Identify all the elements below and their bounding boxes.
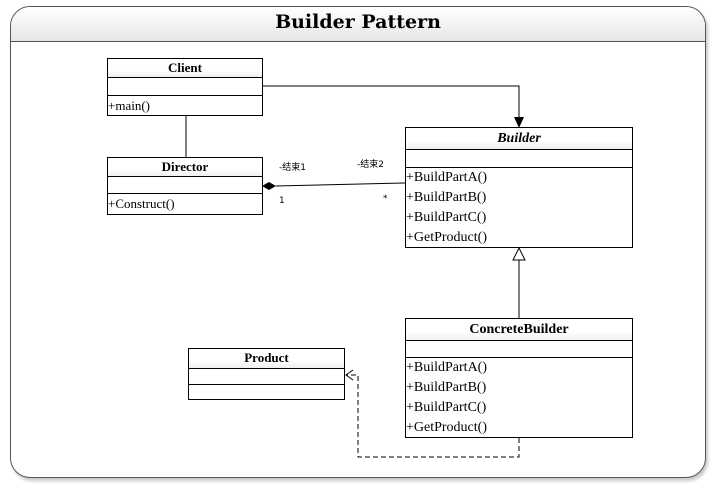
- role-label-end1: -结束1: [279, 163, 306, 173]
- class-name: Product: [189, 349, 344, 369]
- operations-compartment: +main(): [108, 96, 262, 116]
- aggregation-diamond: [262, 182, 276, 190]
- operations-compartment: +Construct(): [108, 194, 262, 214]
- attributes-compartment: [406, 341, 632, 358]
- class-product[interactable]: Product: [188, 348, 345, 400]
- operation: +BuildPartA(): [406, 170, 487, 185]
- operations-compartment: +BuildPartA() +BuildPartB() +BuildPartC(…: [406, 168, 632, 248]
- operations-compartment: [189, 385, 344, 399]
- class-name: Client: [108, 59, 262, 78]
- operation: +BuildPartC(): [406, 400, 487, 415]
- attributes-compartment: [406, 150, 632, 168]
- attributes-compartment: [108, 78, 262, 96]
- class-name: Builder: [406, 128, 632, 150]
- operation: +BuildPartB(): [406, 380, 487, 395]
- class-director[interactable]: Director +Construct(): [107, 157, 263, 215]
- title-bar: Builder Pattern: [11, 7, 705, 42]
- class-client[interactable]: Client +main(): [107, 58, 263, 116]
- class-builder[interactable]: Builder +BuildPartA() +BuildPartB() +Bui…: [405, 127, 633, 248]
- director-builder-aggregation: [275, 182, 406, 187]
- generalization-triangle: [512, 246, 526, 261]
- operation: +BuildPartA(): [406, 360, 487, 375]
- class-concrete-builder[interactable]: ConcreteBuilder +BuildPartA() +BuildPart…: [405, 318, 633, 438]
- dependency-arrowhead: [345, 369, 354, 381]
- operations-compartment: +BuildPartA() +BuildPartB() +BuildPartC(…: [406, 358, 632, 438]
- client-builder-association: [262, 85, 520, 120]
- operation: +BuildPartC(): [406, 210, 487, 225]
- dependency-line: [347, 374, 520, 458]
- operation: +GetProduct(): [406, 420, 487, 435]
- operation: +GetProduct(): [406, 230, 487, 245]
- diagram-title: Builder Pattern: [275, 11, 441, 33]
- multiplicity-end2: *: [383, 194, 388, 204]
- class-name: ConcreteBuilder: [406, 319, 632, 341]
- attributes-compartment: [108, 177, 262, 194]
- role-label-end2: -结束2: [357, 160, 384, 170]
- attributes-compartment: [189, 369, 344, 385]
- operation: +Construct(): [108, 196, 175, 211]
- operation: +BuildPartB(): [406, 190, 487, 205]
- association-arrowhead: [514, 117, 524, 128]
- class-name: Director: [108, 158, 262, 177]
- operation: +main(): [108, 98, 150, 113]
- multiplicity-end1: 1: [279, 196, 285, 206]
